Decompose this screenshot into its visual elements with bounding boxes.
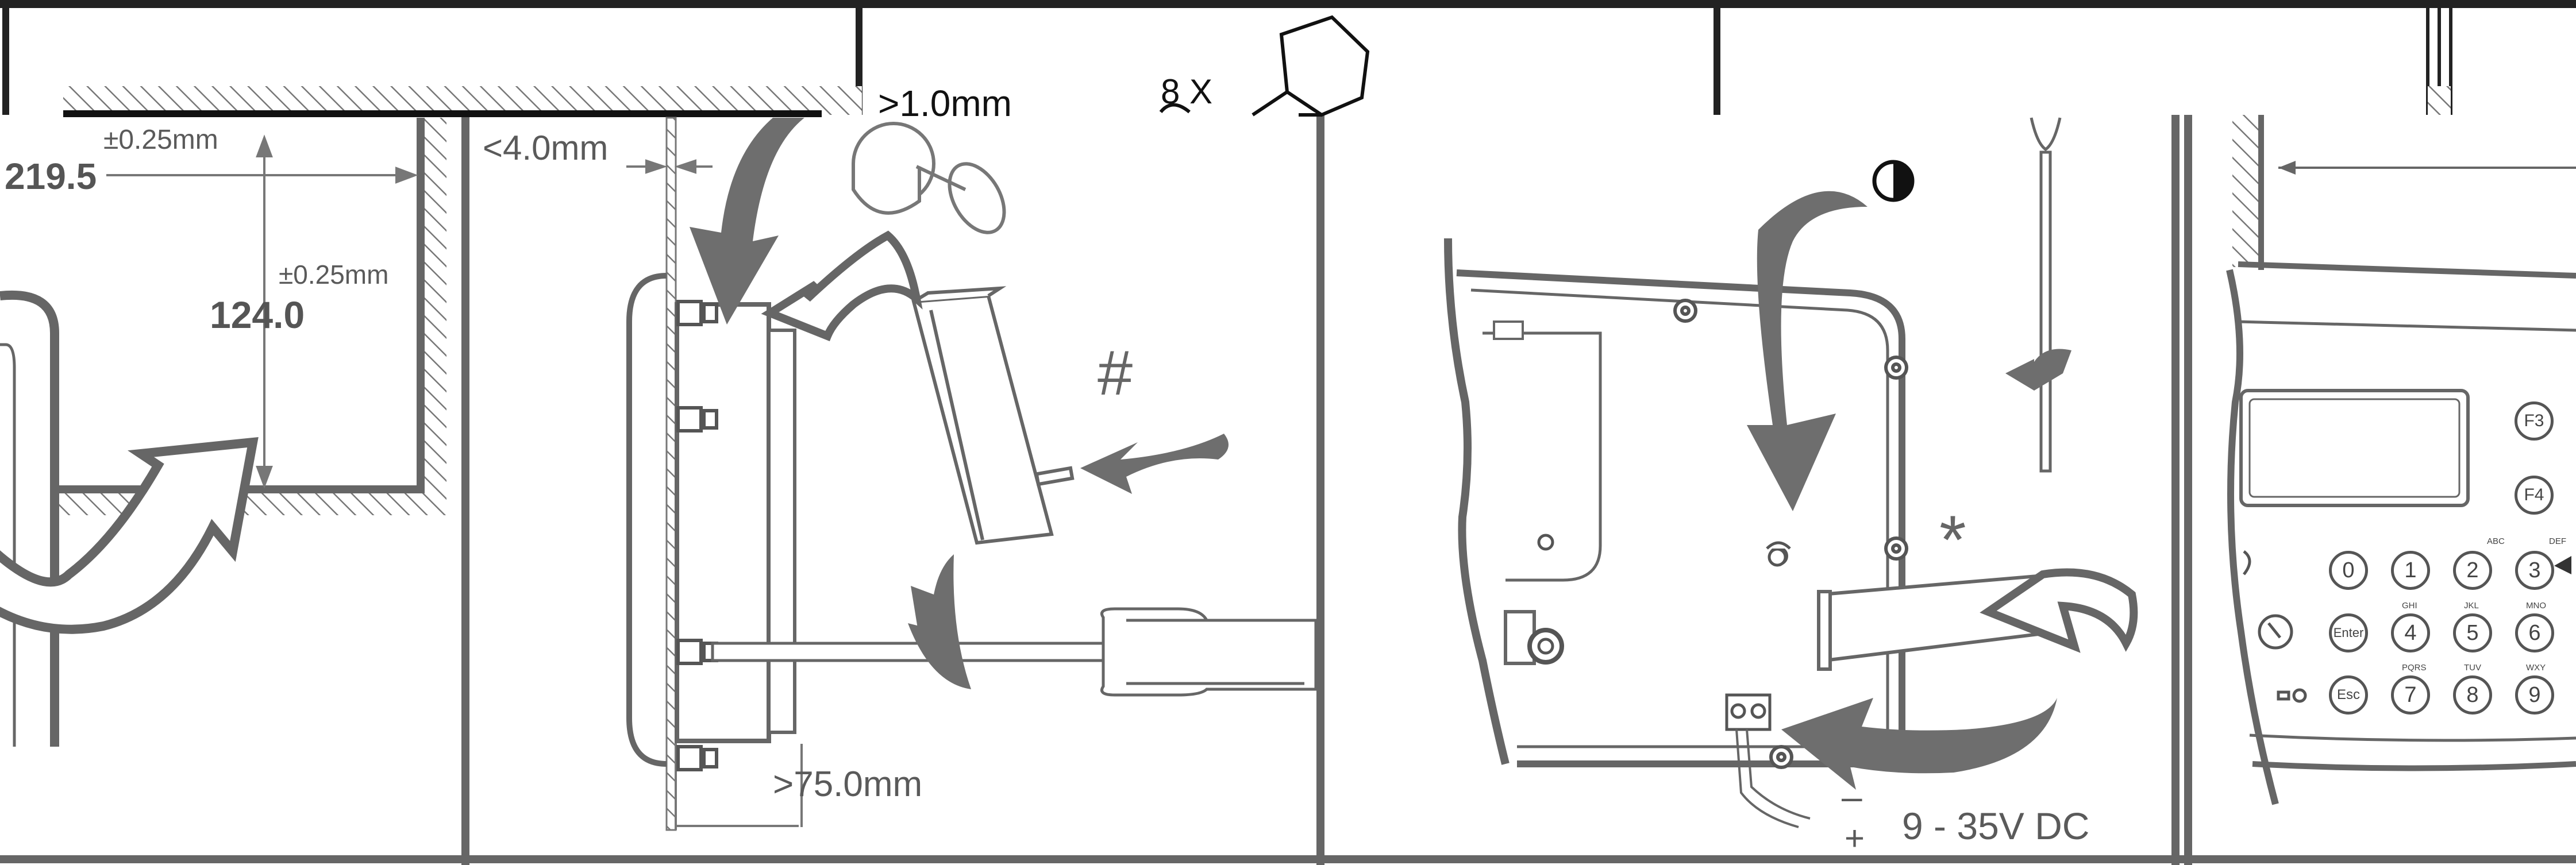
panel-thickness-label: >1.0mm <box>878 83 1012 124</box>
fixing-screw <box>852 122 1006 234</box>
wall-hatch-bottom <box>55 492 446 515</box>
depth-label: >75.0mm <box>773 764 923 804</box>
hash-symbol: # <box>1098 338 1133 408</box>
height-tolerance-label: ±0.25mm <box>279 260 389 289</box>
key-9[interactable]: 9 <box>2515 675 2554 715</box>
screwdriver <box>711 607 1318 697</box>
width-tolerance-label: ±0.25mm <box>103 125 218 155</box>
key-enter[interactable]: Enter <box>2329 613 2368 652</box>
frame-lines <box>0 0 2576 115</box>
key-letters-jkl: JKL <box>2464 601 2479 611</box>
asterisk-symbol: * <box>1939 501 1966 578</box>
key-4[interactable]: 4 <box>2391 613 2430 652</box>
device-housing <box>675 302 771 743</box>
key-f3[interactable]: F3 <box>2515 401 2554 441</box>
key-f4[interactable]: F4 <box>2515 476 2554 515</box>
key-letters-def: DEF <box>2549 536 2566 546</box>
wiring-arrows <box>1747 191 2057 790</box>
key-3[interactable]: 3 <box>2515 551 2554 590</box>
key-letters-pqrs: PQRS <box>2402 663 2427 673</box>
device-bezel <box>626 273 667 767</box>
key-5[interactable]: 5 <box>2453 613 2492 652</box>
cutout-width-label: 219.5 <box>5 156 97 197</box>
key-0[interactable]: 0 <box>2329 551 2368 590</box>
key-1[interactable]: 1 <box>2391 551 2430 590</box>
device-outline <box>0 290 59 747</box>
keypad-panel <box>2226 115 2576 805</box>
key-letters-mno: MNO <box>2526 601 2546 611</box>
enclosure-screws <box>1673 299 1908 769</box>
power-wires <box>1735 729 1811 828</box>
key-8[interactable]: 8 <box>2453 675 2492 715</box>
insert-arrow <box>0 437 259 634</box>
key-6[interactable]: 6 <box>2515 613 2554 652</box>
key-7[interactable]: 7 <box>2391 675 2430 715</box>
adjuster <box>1766 541 1791 567</box>
mounting-arrows <box>690 118 1229 689</box>
screw-count-label: 8 X <box>1161 72 1213 111</box>
small-screwdriver <box>2030 117 2062 473</box>
contrast-icon <box>1872 160 1915 202</box>
top-strip-details <box>63 15 2451 117</box>
plus-symbol: + <box>1845 819 1865 858</box>
voltage-label: 9 - 35V DC <box>1902 805 2090 847</box>
clearance-label: <4.0mm <box>483 129 609 167</box>
key-letters-abc: ABC <box>2487 536 2505 546</box>
cutout-height-label: 124.0 <box>210 294 305 336</box>
panel-dividers <box>0 115 2576 865</box>
mounting-clamps <box>676 300 718 771</box>
minus-symbol: – <box>1842 776 1862 817</box>
key-letters-tuv: TUV <box>2464 663 2481 673</box>
wiring-panel <box>1444 117 2138 828</box>
dimension-lines <box>106 134 418 489</box>
cutout-panel <box>0 118 446 747</box>
wall-hatch <box>421 118 446 514</box>
clamp-part <box>911 286 1075 545</box>
key-letters-wxy: WXY <box>2526 663 2546 673</box>
key-esc[interactable]: Esc <box>2329 675 2368 715</box>
key-2[interactable]: 2 <box>2453 551 2492 590</box>
mounting-panel <box>626 117 1318 831</box>
key-letters-ghi: GHI <box>2402 601 2417 611</box>
terminal-block <box>1725 693 1772 731</box>
